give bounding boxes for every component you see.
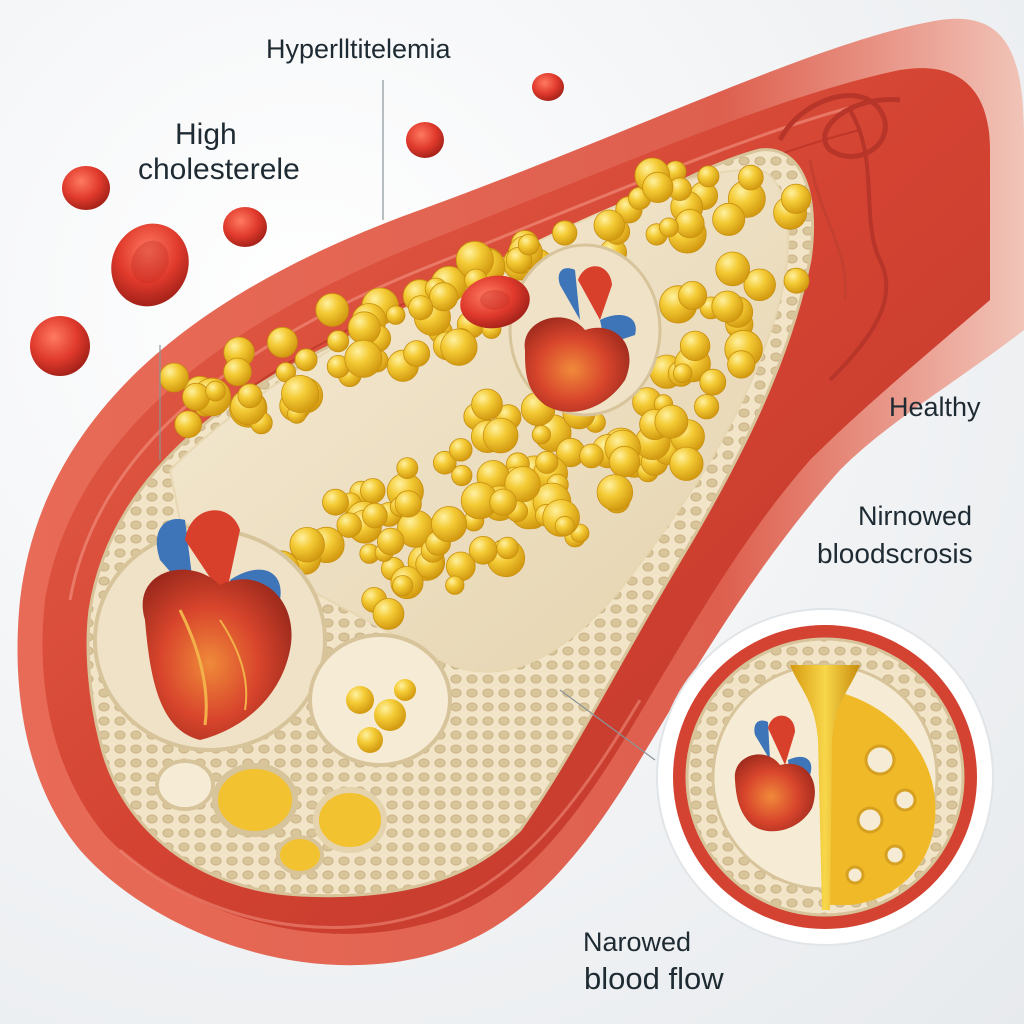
plaque-globule: [182, 382, 211, 411]
red-blood-cell-icon: [30, 316, 90, 376]
heart-icon: [734, 715, 815, 832]
plaque-globule: [403, 340, 431, 368]
plaque-globule: [517, 233, 540, 256]
plaque-globule: [711, 290, 744, 323]
plaque-globule: [360, 478, 386, 504]
plaque-globule: [669, 446, 704, 481]
plaque-globule: [672, 363, 693, 384]
plaque-globule: [372, 598, 405, 630]
plaque-globule: [344, 339, 383, 378]
healthy-label: Healthy: [889, 392, 981, 422]
narrowed-top-label: Nirnowed: [858, 501, 973, 531]
plaque-globule: [159, 362, 189, 393]
high-label: High: [175, 118, 237, 151]
plaque-globule: [715, 251, 750, 287]
plaque-globule: [659, 217, 679, 238]
plaque-globule: [535, 450, 559, 474]
plaque-globule: [362, 502, 388, 529]
plaque-globule: [482, 417, 519, 454]
plaque-globule: [327, 330, 350, 353]
plaque-globule: [392, 575, 414, 597]
red-blood-cell-icon: [532, 73, 564, 101]
plaque-globule: [205, 380, 226, 402]
plaque-globule: [223, 357, 252, 387]
plaque-globule: [347, 311, 381, 345]
plaque-globule: [336, 512, 362, 538]
plaque-globule: [554, 515, 575, 537]
plaque-globule: [394, 490, 422, 518]
plaque-globule: [496, 536, 519, 560]
plaque-globule: [440, 328, 478, 366]
plaque-globule: [429, 282, 459, 312]
red-blood-cell-icon: [460, 275, 530, 329]
plaque-globule: [727, 350, 756, 379]
plaque-globule: [596, 474, 634, 511]
red-blood-cell-icon: [62, 166, 110, 210]
plaque-globule: [471, 388, 503, 421]
cholesterol-label: cholesterele: [138, 153, 300, 186]
plaque-globule: [712, 202, 746, 236]
plaque-globule: [451, 464, 473, 487]
plaque-globule: [445, 575, 465, 595]
plaque-globule: [654, 404, 689, 439]
plaque-globule: [675, 208, 705, 239]
plaque-globule: [699, 368, 727, 396]
plaque-globule: [743, 268, 776, 302]
red-blood-cell-icon: [111, 223, 189, 307]
leader-lines: [159, 80, 656, 761]
plaque-globule: [430, 506, 467, 543]
plaque-globule: [608, 445, 641, 478]
surface-vessels: [777, 93, 901, 382]
plaque-globule: [237, 383, 263, 409]
blood-flow-label: blood flow: [584, 961, 724, 996]
bloodsclerosis-label: bloodscrosis: [817, 538, 973, 569]
plaque-globule: [780, 183, 812, 214]
plaque-globule: [678, 280, 708, 310]
plaque-globule: [489, 488, 517, 517]
heart-icon: [508, 243, 662, 417]
plaque-globule: [737, 164, 764, 191]
plaque-globule: [697, 165, 720, 188]
plaque-globule: [377, 527, 405, 556]
plaque-globule: [445, 551, 476, 582]
plaque-globule: [294, 348, 318, 372]
plaque-globule: [174, 410, 203, 439]
narrowed-bottom-label: Narowed: [583, 927, 692, 957]
plaque-globule: [693, 394, 720, 420]
plaque-globule: [289, 527, 325, 563]
plaque-globule: [449, 438, 473, 462]
red-blood-cell-icon: [406, 122, 444, 158]
red-blood-cell-icon: [223, 207, 267, 247]
plaque-globule: [642, 171, 674, 203]
hyperlipidemia-label: Hyperlltitelemia: [266, 34, 451, 64]
plaque-globule: [266, 326, 298, 358]
small-vessels: [155, 633, 452, 875]
plaque-globule: [408, 295, 434, 321]
heart-icon: [93, 510, 327, 752]
plaque-globule: [531, 425, 552, 445]
plaque-globule: [281, 374, 320, 413]
plaque-globule: [593, 209, 626, 242]
plaque-globule: [386, 305, 406, 325]
plaque-globule: [396, 457, 419, 480]
plaque-globule: [783, 267, 810, 294]
plaque-globule: [679, 330, 711, 362]
plaque-globule: [315, 293, 350, 327]
plaque-globule: [432, 450, 457, 475]
cross-section-inset: [656, 608, 994, 946]
plaque-globule: [322, 488, 349, 516]
plaque-globule: [579, 443, 604, 469]
plaque-globule: [552, 220, 578, 246]
